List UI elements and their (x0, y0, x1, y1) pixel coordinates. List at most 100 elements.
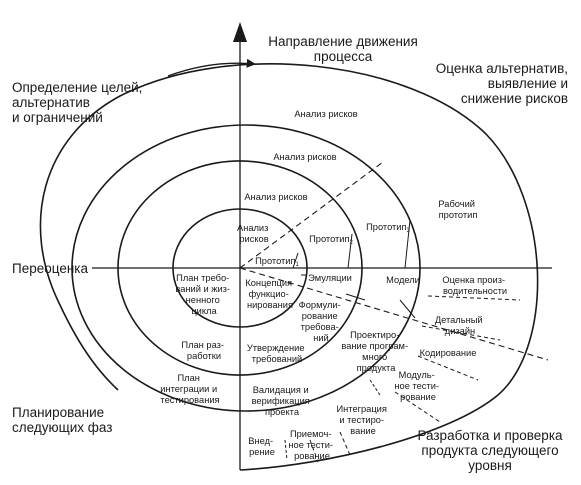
label-line: План раз- (181, 340, 224, 350)
label-line: требований (252, 354, 303, 364)
module-testing-label: Модуль- ное тести- рование (394, 370, 441, 402)
prototype-3-subscript: 3 (407, 228, 411, 234)
coding-label: Кодирование (420, 348, 477, 358)
risk-analysis-label: Анализ рисков (294, 109, 357, 119)
outer-band-separator (394, 391, 441, 423)
label-line: Внед- (248, 436, 273, 446)
label-line: работки (187, 351, 221, 361)
planning-quadrant-title: Планирование следующих фаз (12, 405, 152, 435)
title-line: процесса (313, 49, 373, 64)
label-line: много (362, 352, 387, 362)
label-line: План (177, 373, 199, 383)
label-line: дизайн (445, 326, 475, 336)
label-line: Приемоч- (290, 429, 332, 439)
label-line: цикла (191, 306, 217, 316)
title-line: Разработка и проверка (417, 428, 563, 443)
outer-band-separator (309, 439, 319, 463)
label-line: Интеграция (336, 404, 386, 414)
label-line: ное тести- (288, 440, 333, 450)
reassessment-axis-label: Переоценка (12, 261, 88, 276)
prototype-2-label: Прототип2 (309, 234, 353, 246)
label-line: Оценка произ- (442, 275, 505, 285)
spiral-ring-1 (172, 208, 308, 328)
label-line: Валидация и (253, 385, 309, 395)
title-line: Направление движения (268, 34, 418, 49)
prototype-2-text: Прототип (309, 234, 349, 244)
integration-testing-label: Интеграция и тестиро- вание (336, 404, 389, 436)
risk-analysis-label: Анализ рисков (273, 152, 336, 162)
stage-separator (399, 299, 416, 319)
models-label: Модели (386, 275, 420, 285)
title-line: Планирование (12, 405, 105, 420)
acceptance-testing-label: Приемоч- ное тести- рование (288, 429, 335, 461)
spiral-ring-2 (117, 160, 363, 376)
label-line: проекта (265, 407, 300, 417)
title-line: и ограничений (12, 110, 103, 125)
label-line: функцио- (249, 289, 289, 299)
process-direction-title: Направление движения процесса (248, 34, 438, 64)
label-line: Детальный (435, 315, 483, 325)
stage-separator (347, 233, 353, 269)
integration-plan-label: План интеграции и тестирования (160, 373, 219, 405)
operation-concept-label: Концепция функцио- нирования (245, 278, 294, 310)
label-line: Утверждение (247, 343, 305, 353)
title-line: альтернатив (12, 95, 90, 110)
title-line: следующих фаз (12, 420, 113, 435)
prototype-2-subscript: 2 (350, 240, 354, 246)
label-line: План требо- (176, 273, 229, 283)
outer-band-separator (339, 431, 351, 456)
dashed-development-boundary (239, 267, 549, 361)
prototype-1-label: Прототип1 (255, 256, 299, 268)
label-line: Модуль- (399, 370, 435, 380)
stage-separator (284, 439, 288, 461)
label-line: и тестиро- (339, 415, 384, 425)
title-line: Определение целей, (12, 80, 143, 95)
outer-band-separator (417, 355, 479, 381)
requirements-formulation-label: Формули- рование требова- ний (299, 300, 344, 343)
title-line: выявление и (487, 76, 568, 91)
label-line: рение (249, 447, 275, 457)
performance-evaluation-label: Оценка произ- водительности (442, 275, 507, 296)
label-line: водительности (443, 286, 507, 296)
spiral-ring-3 (71, 124, 421, 412)
emulations-label: Эмуляции (308, 273, 352, 283)
label-line: Рабочий (438, 199, 475, 209)
label-line: рование (400, 392, 436, 402)
vertical-axis-arrowhead (233, 22, 247, 42)
goals-quadrant-title: Определение целей, альтернатив и огранич… (12, 80, 172, 125)
risk-analysis-label: Анализ рисков (244, 192, 307, 202)
label-line: Анализ (237, 223, 268, 233)
requirements-plan-label: План требо- ваний и жиз- ненного цикла (175, 273, 232, 316)
spiral-ring-outer (39, 63, 539, 471)
label-line: прототип (439, 210, 478, 220)
program-design-label: Проектиро- вание програм- много продукта (341, 330, 410, 373)
label-line: продукта (357, 363, 397, 373)
prototype-3-text: Прототип (366, 222, 406, 232)
risk-quadrant-title: Оценка альтернатив, выявление и снижение… (390, 61, 568, 106)
label-line: вание програм- (341, 341, 408, 351)
label-line: ное тести- (394, 381, 439, 391)
label-line: нирования (247, 300, 293, 310)
label-line: вание (350, 426, 376, 436)
title-line: продукта следующего (421, 443, 559, 458)
requirements-approval-label: Утверждение требований (247, 343, 307, 364)
label-line: ненного (186, 295, 220, 305)
label-line: требова- (301, 322, 339, 332)
title-line: снижение рисков (460, 91, 568, 106)
stage-separator (345, 293, 366, 301)
validation-verification-label: Валидация и верификация проекта (252, 385, 313, 417)
label-line: верификация (252, 396, 310, 406)
label-line: рование (302, 311, 338, 321)
stage-separator (292, 252, 299, 269)
label-line: Проектиро- (350, 330, 399, 340)
prototype-1-text: Прототип (255, 256, 295, 266)
title-line: Оценка альтернатив, (435, 61, 568, 76)
label-line: Формули- (299, 300, 341, 310)
development-plan-label: План раз- работки (181, 340, 226, 361)
label-line: ний (313, 333, 329, 343)
outer-band-separator (427, 295, 521, 301)
working-prototype-label: Рабочий прототип (438, 199, 477, 220)
prototype-1-subscript: 1 (296, 262, 300, 268)
